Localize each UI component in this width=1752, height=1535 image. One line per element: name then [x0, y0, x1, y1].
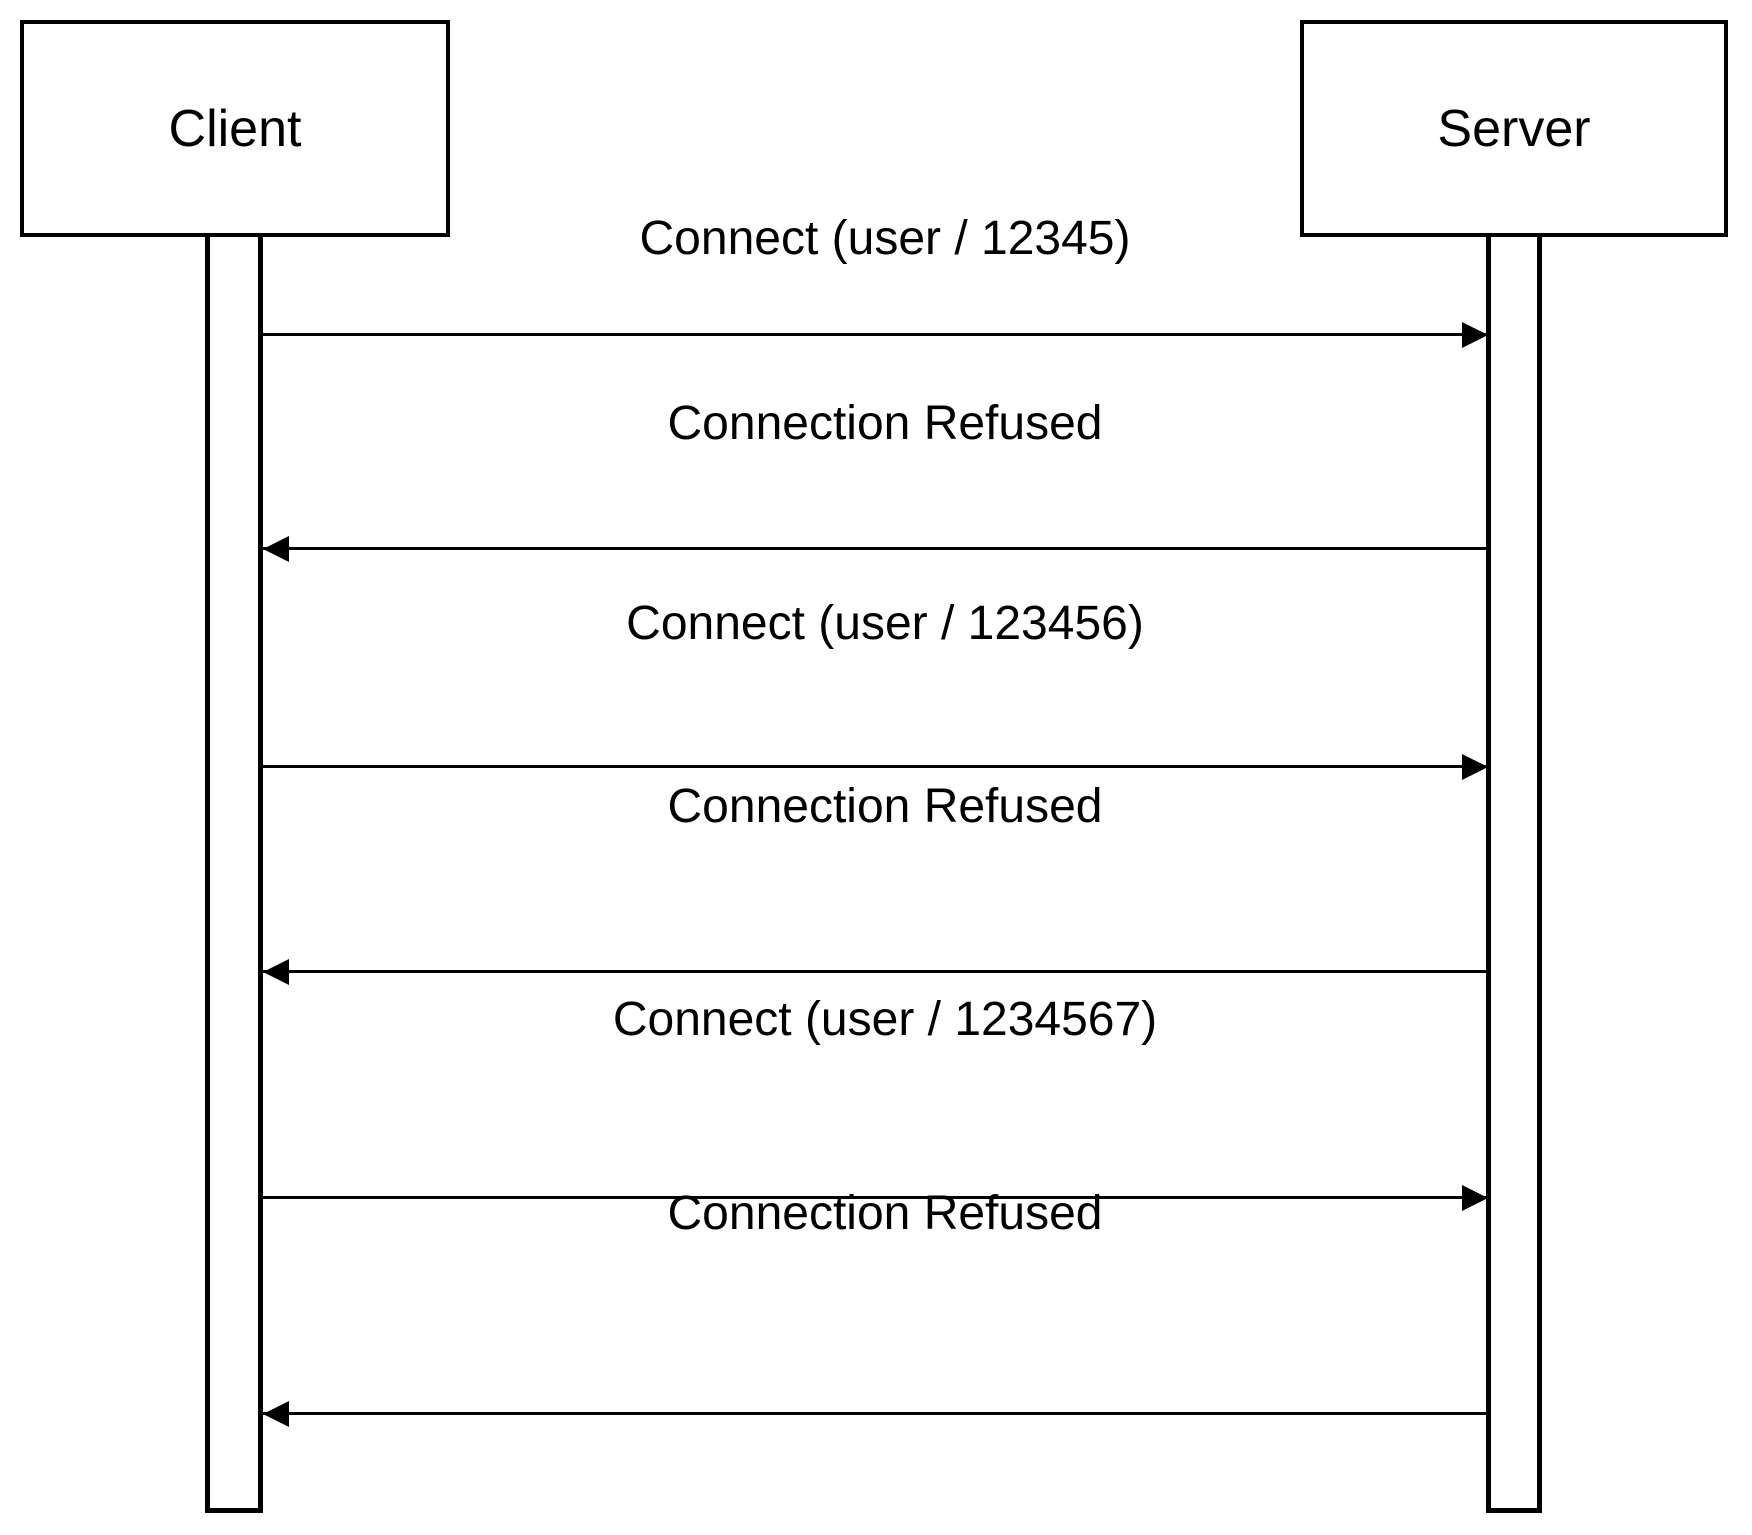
participant-box-client[interactable]: Client — [20, 20, 450, 237]
arrow-head-right-1 — [1462, 322, 1488, 348]
message-line-1 — [260, 333, 1488, 336]
participant-label-server: Server — [1437, 99, 1591, 158]
message-label-4: Connection Refused — [667, 780, 1103, 833]
participant-label-client: Client — [168, 99, 302, 158]
arrow-head-left-4 — [263, 959, 289, 985]
arrow-head-left-6 — [263, 1401, 289, 1427]
arrow-head-right-3 — [1462, 754, 1488, 780]
message-line-4 — [263, 970, 1488, 973]
lifeline-server — [1486, 237, 1542, 1513]
message-line-3 — [260, 765, 1488, 768]
message-label-3: Connect (user / 123456) — [626, 597, 1144, 650]
message-label-2: Connection Refused — [667, 397, 1103, 450]
message-line-5 — [260, 1196, 1488, 1199]
arrow-head-right-5 — [1462, 1185, 1488, 1211]
message-label-6: Connection Refused — [667, 1187, 1103, 1240]
arrow-head-left-2 — [263, 536, 289, 562]
participant-box-server[interactable]: Server — [1300, 20, 1728, 237]
message-label-5: Connect (user / 1234567) — [612, 993, 1158, 1046]
message-label-1: Connect (user / 12345) — [639, 212, 1131, 265]
lifeline-client — [205, 237, 263, 1513]
message-line-2 — [263, 547, 1488, 550]
message-line-6 — [263, 1412, 1488, 1415]
